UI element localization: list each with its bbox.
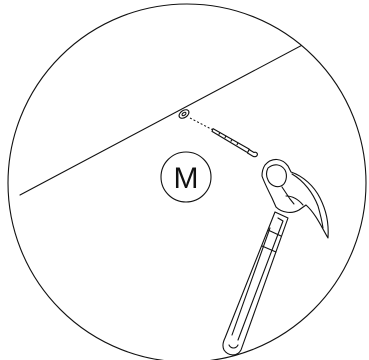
step-label: M — [174, 162, 199, 195]
hammer-icon — [223, 159, 328, 354]
insertion-guide-line — [190, 118, 213, 130]
step-callout: M — [161, 152, 211, 202]
screw-icon — [212, 129, 257, 157]
